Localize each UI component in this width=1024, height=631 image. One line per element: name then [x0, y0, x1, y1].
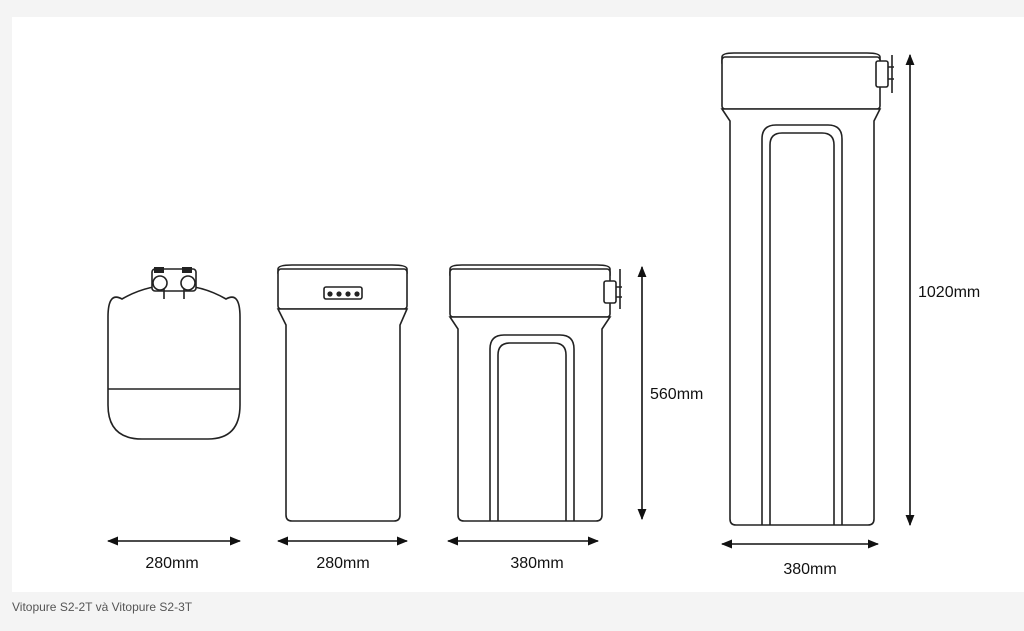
dimension-diagram: 280mm 280mm 380mm 560mm 380mm 1020mm: [12, 17, 1024, 592]
tall-height-label: 1020mm: [918, 284, 980, 301]
small-tank-drawing: [107, 267, 241, 440]
side-width-label: 380mm: [510, 555, 563, 572]
cabinet-side-drawing: [448, 264, 622, 522]
dimension-diagram-svg: 280mm 280mm 380mm 560mm 380mm 1020mm: [106, 52, 980, 578]
side-height-label: 560mm: [650, 386, 703, 403]
dimension-lines: [106, 53, 915, 549]
cabinet-front-drawing: [276, 264, 409, 522]
small-width-label: 280mm: [145, 555, 198, 572]
figure-caption: Vitopure S2-2T và Vitopure S2-3T: [12, 600, 193, 614]
tall-cabinet-drawing: [720, 52, 894, 526]
tall-width-label: 380mm: [783, 561, 836, 578]
cabinet-width-label: 280mm: [316, 555, 369, 572]
